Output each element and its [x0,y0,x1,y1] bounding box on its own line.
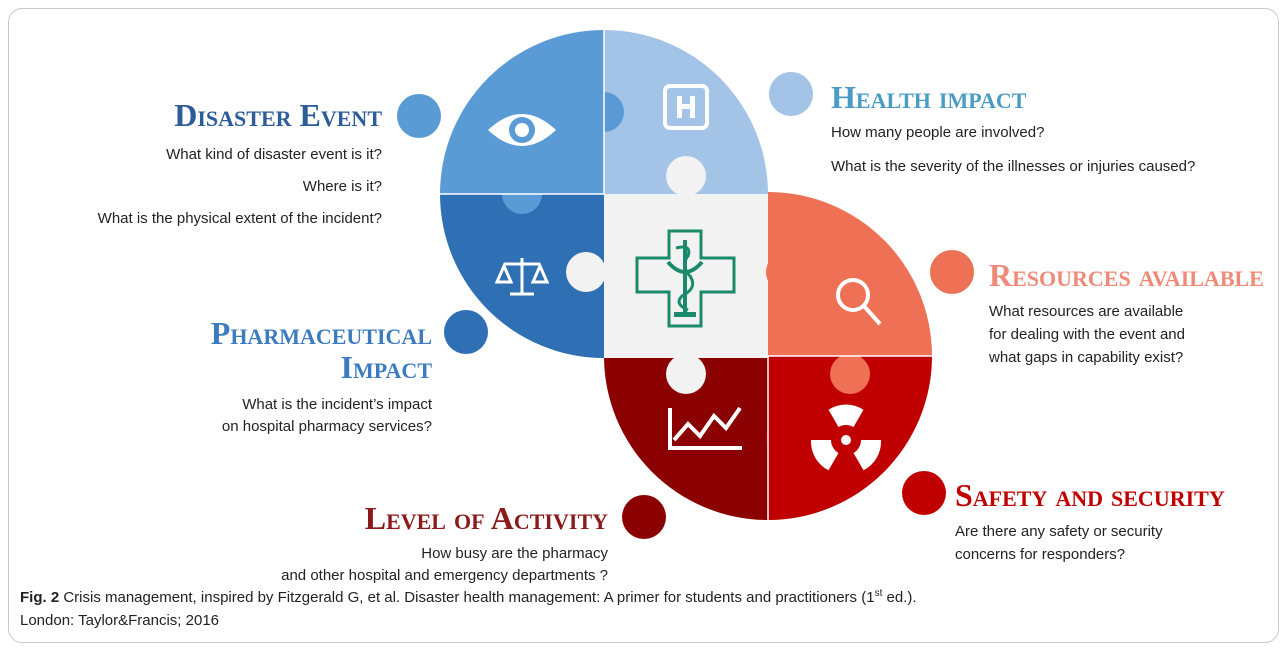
radiation-icon [810,404,882,471]
pharmaceutical-question-line-1: What is the incident’s impact [242,396,432,413]
level-of-activity-heading: Level of Activity [364,500,608,536]
disaster-piece [440,30,604,194]
caption-line-2: London: Taylor&Francis; 2016 [20,612,220,629]
disaster-question-3: What is the physical extent of the incid… [97,210,382,227]
activity-question-line-2: and other hospital and emergency departm… [281,567,608,584]
knob-center-activity [666,354,706,394]
caption-text: Crisis management, inspired by Fitzgeral… [59,589,875,606]
safety-question-line-2: concerns for responders? [955,546,1126,563]
pharmaceutical-heading-line-1: Pharmaceutical [210,315,432,351]
caption-superscript: st [874,588,883,599]
figure-caption: Fig. 2 Crisis management, inspired by Fi… [20,586,1260,632]
magnifier-icon [836,278,882,326]
pharmaceutical-question-line-2: on hospital pharmacy services? [221,418,432,435]
caption-text-end: ed.). [882,589,917,606]
resources-question-line-2: for dealing with the event and [989,326,1185,343]
figure-frame [8,8,1279,643]
line-chart-icon [668,406,742,450]
scales-icon [494,258,550,296]
health-impact-heading: Health impact [831,79,1027,115]
caption-label: Fig. 2 [20,589,60,606]
resources-bullet [930,250,974,294]
safety-security-heading: Safety and security [955,477,1225,513]
eye-icon [488,114,556,146]
disaster-question-2: Where is it? [302,178,382,195]
safety-question-line-1: Are there any safety or security [955,523,1163,540]
activity-bullet [622,495,666,539]
resources-heading: Resources available [989,257,1264,293]
disaster-bullet [397,94,441,138]
knob-center-pharm [566,252,606,292]
resources-question-line-3: what gaps in capability exist? [989,349,1184,366]
pharmaceutical-bullet [444,310,488,354]
knob-center-health [666,156,706,196]
health-question-1: How many people are involved? [831,124,1045,141]
caption-line-1: Fig. 2 Crisis management, inspired by Fi… [20,586,1260,609]
hospital-h-icon [663,84,709,130]
knob-resources-safety [830,354,870,394]
pharmaceutical-heading-line-2: Impact [340,349,432,385]
disaster-event-heading: Disaster Event [174,97,382,133]
knob-resources-center [766,252,806,292]
knob-safety-activity [766,418,806,458]
disaster-question-1: What kind of disaster event is it? [166,146,382,163]
pharmacy-cross-bowl-icon [635,229,736,328]
safety-bullet [902,471,946,515]
resources-question-line-1: What resources are available [989,303,1184,320]
health-question-2: What is the severity of the illnesses or… [831,158,1196,175]
health-bullet [769,72,813,116]
activity-question-line-1: How busy are the pharmacy [421,545,608,562]
